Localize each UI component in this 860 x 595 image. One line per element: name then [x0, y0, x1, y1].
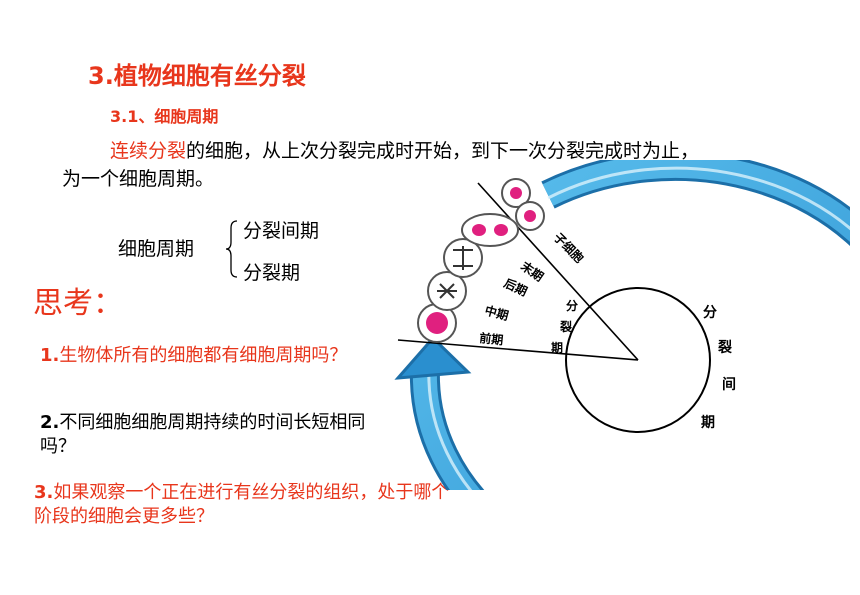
- definition-line-2: 为一个细胞周期。: [62, 168, 215, 190]
- definition-line-1: 连续分裂的细胞，从上次分裂完成时开始，到下一次分裂完成时为止，: [110, 136, 699, 163]
- cell-cycle-diagram: 子细胞 末期 后期 中期 前期 分 裂 期 分 裂 间 期: [394, 160, 850, 490]
- cell-cycle-item-interphase: 分裂间期: [243, 220, 320, 242]
- brace-icon: [226, 220, 238, 278]
- label-mitosis: 分 裂 期: [551, 298, 581, 355]
- cell-cycle-label: 细胞周期: [118, 238, 195, 260]
- question-3-number: 3.: [34, 482, 54, 503]
- definition-highlight: 连续分裂: [110, 140, 187, 162]
- label-anaphase: 后期: [502, 275, 530, 299]
- question-2: 2.不同细胞细胞周期持续的时间长短相同吗？: [40, 411, 390, 459]
- cell-telophase: [461, 213, 519, 247]
- cell-daughter-2: [515, 201, 545, 231]
- think-heading: 思考：: [33, 286, 123, 321]
- question-1: 1.生物体所有的细胞都有细胞周期吗？: [40, 344, 390, 368]
- slide-title: 3.植物细胞有丝分裂: [88, 62, 306, 90]
- cell-metaphase: [427, 271, 467, 311]
- question-3: 3.如果观察一个正在进行有丝分裂的组织，处于哪个阶段的细胞会更多些？: [34, 481, 454, 529]
- question-1-text: 生物体所有的细胞都有细胞周期吗？: [59, 345, 348, 366]
- cell-cycle-item-mitosis: 分裂期: [243, 262, 301, 284]
- label-metaphase: 中期: [483, 302, 510, 323]
- arrow-head-icon: [394, 335, 472, 380]
- label-telophase: 末期: [518, 258, 546, 284]
- label-daughter-cells: 子细胞: [551, 230, 587, 266]
- definition-line-1-rest: 的细胞，从上次分裂完成时开始，到下一次分裂完成时为止，: [186, 140, 700, 162]
- label-interphase: 分 裂 间 期: [701, 304, 740, 430]
- question-2-number: 2.: [40, 412, 60, 433]
- cell-daughter-1: [501, 178, 531, 208]
- cell-anaphase: [443, 238, 483, 278]
- question-3-text: 如果观察一个正在进行有丝分裂的组织，处于哪个阶段的细胞会更多些？: [34, 482, 450, 527]
- question-2-text: 不同细胞细胞周期持续的时间长短相同吗？: [40, 412, 366, 457]
- question-1-number: 1.: [40, 345, 60, 366]
- section-subtitle: 3.1、细胞周期: [110, 107, 219, 126]
- label-prophase: 前期: [479, 330, 504, 347]
